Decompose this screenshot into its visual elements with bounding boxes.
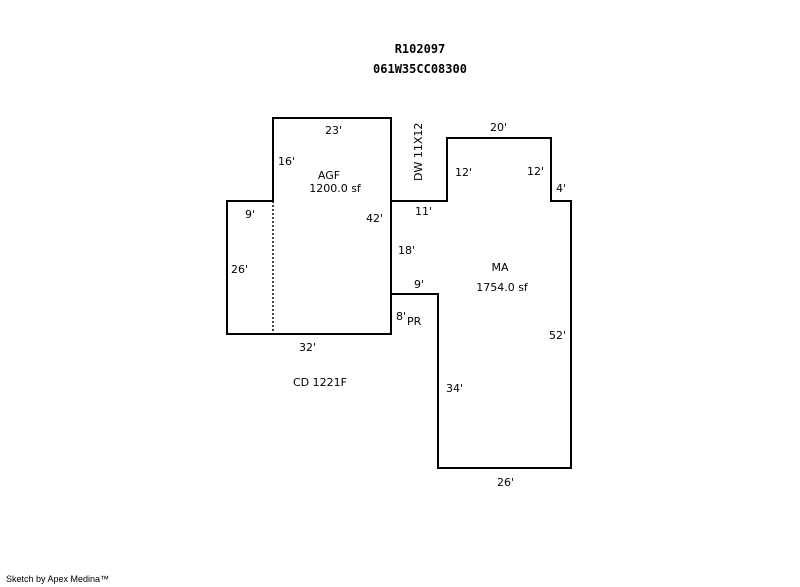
dim-pr-top: 9' [414, 278, 424, 291]
footer-credit: Sketch by Apex Medina™ [6, 574, 110, 584]
dw-label: DW 11X12 [412, 123, 425, 181]
dim-agf-top: 23' [325, 124, 342, 137]
cd-label: CD 1221F [293, 376, 347, 389]
dim-ma-top: 20' [490, 121, 507, 134]
dim-agf-left-upper: 16' [278, 155, 295, 168]
dim-agf-bottom: 32' [299, 341, 316, 354]
agf-label: AGF [318, 169, 340, 182]
dim-notch-right: 12' [527, 165, 544, 178]
agf-area: 1200.0 sf [309, 182, 362, 195]
dim-ma-right: 52' [549, 329, 566, 342]
dim-ma-bottom: 26' [497, 476, 514, 489]
ma-label: MA [491, 261, 508, 274]
pr-label: PR [407, 315, 422, 328]
parcel-id: 061W35CC08300 [373, 62, 467, 76]
dim-connector-top: 11' [415, 205, 432, 218]
dim-notch-left: 12' [455, 166, 472, 179]
dim-wing-top: 9' [245, 208, 255, 221]
dim-connector-side: 18' [398, 244, 415, 257]
agf-outline [226, 117, 392, 335]
ma-outline [391, 137, 572, 469]
dim-wing-left: 26' [231, 263, 248, 276]
record-id: R102097 [394, 42, 446, 56]
ma-area: 1754.0 sf [476, 281, 529, 294]
dim-agf-right: 42' [366, 212, 383, 225]
dim-ma-left: 34' [446, 382, 463, 395]
dim-ma-step: 4' [556, 182, 566, 195]
dim-pr-side: 8' [396, 310, 406, 323]
